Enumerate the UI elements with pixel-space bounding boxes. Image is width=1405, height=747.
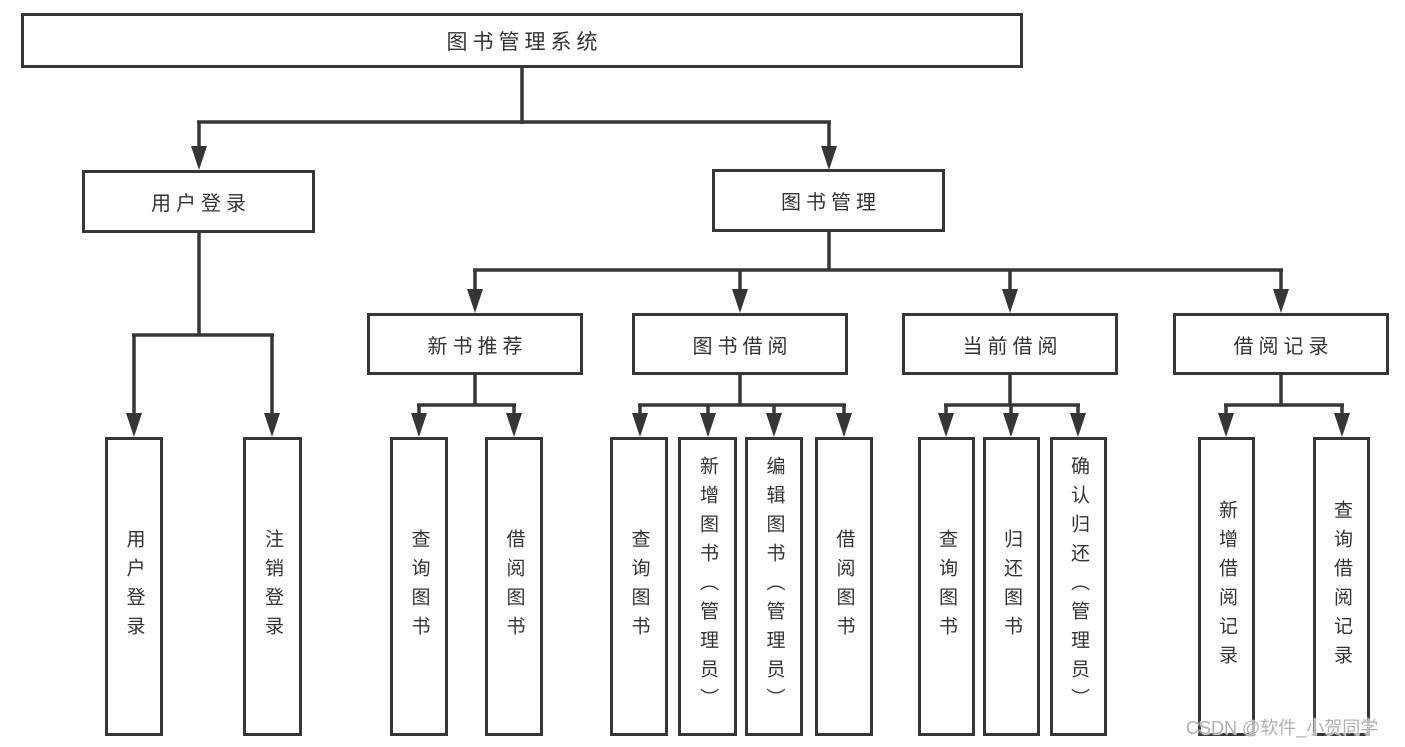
node-borrowing-records: 借阅记录 <box>1173 313 1389 375</box>
node-label: 借阅图书 <box>503 528 525 645</box>
node-new-book-recommendation: 新书推荐 <box>367 313 583 375</box>
leaf-query-books-current: 查询图书 <box>918 437 975 736</box>
leaf-query-books-recommend: 查询图书 <box>390 437 448 736</box>
leaf-borrow-books: 借阅图书 <box>815 437 873 736</box>
arrowheads <box>126 146 1350 437</box>
leaf-return-books: 归还图书 <box>983 437 1040 736</box>
leaf-user-login: 用户登录 <box>105 437 163 736</box>
node-library-management-system: 图书管理系统 <box>21 13 1023 68</box>
leaf-edit-book-admin: 编辑图书（管理员） <box>745 437 803 736</box>
node-label: 查询图书 <box>408 528 430 645</box>
node-label: 当前借阅 <box>962 335 1063 358</box>
leaf-add-book-admin: 新增图书（管理员） <box>678 437 737 736</box>
node-label: 图书管理系统 <box>446 30 603 54</box>
node-label: 用户登录 <box>123 528 145 645</box>
node-user-login: 用户登录 <box>82 170 315 233</box>
node-book-management: 图书管理 <box>712 169 945 232</box>
node-label: 确认归还（管理员） <box>1068 456 1089 717</box>
node-label: 查询借阅记录 <box>1331 499 1352 674</box>
leaf-add-borrow-record: 新增借阅记录 <box>1198 437 1255 736</box>
leaf-query-borrow-record: 查询借阅记录 <box>1313 437 1370 736</box>
node-label: 新增图书（管理员） <box>697 456 718 717</box>
node-label: 查询图书 <box>628 528 650 645</box>
node-label: 注销登录 <box>262 528 283 645</box>
leaf-confirm-return-admin: 确认归还（管理员） <box>1050 437 1107 736</box>
node-label: 借阅图书 <box>833 528 855 645</box>
node-label: 新书推荐 <box>427 335 528 358</box>
connector-path <box>132 68 1344 416</box>
leaf-borrow-books-recommend: 借阅图书 <box>485 437 543 736</box>
node-label: 用户登录 <box>151 193 251 215</box>
node-label: 归还图书 <box>1001 528 1022 645</box>
watermark: CSDN @软件_小贺同学 <box>1186 718 1379 738</box>
node-label: 图书管理 <box>781 192 881 214</box>
node-label: 借阅记录 <box>1233 335 1334 358</box>
node-label: 编辑图书（管理员） <box>763 456 785 717</box>
leaf-query-books-borrow: 查询图书 <box>610 437 668 736</box>
node-current-borrowing: 当前借阅 <box>902 313 1118 375</box>
node-book-borrowing: 图书借阅 <box>632 313 848 375</box>
node-label: 查询图书 <box>936 528 957 645</box>
leaf-logout: 注销登录 <box>243 437 302 736</box>
node-label: 新增借阅记录 <box>1216 499 1237 674</box>
node-label: 图书借阅 <box>692 335 793 358</box>
